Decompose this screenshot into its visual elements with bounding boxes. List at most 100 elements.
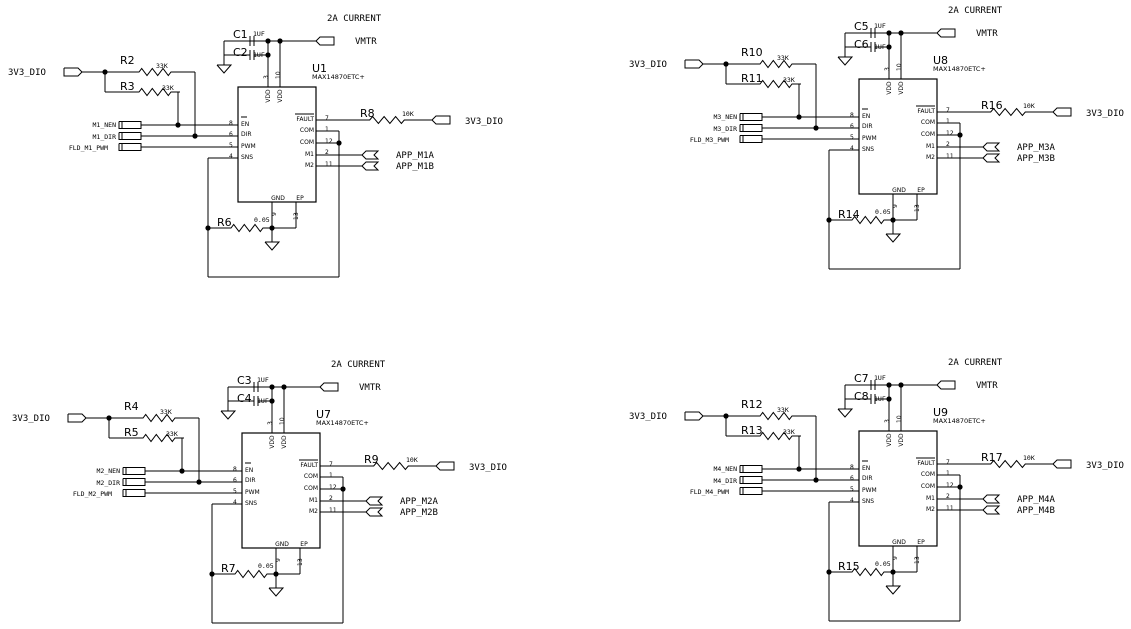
resistor-value: 33K bbox=[783, 428, 795, 436]
ic-pin-m1: M1 bbox=[926, 143, 935, 150]
ic-pin-sns: SNS bbox=[245, 500, 257, 507]
ic-pin-ep: EP bbox=[917, 187, 925, 194]
sense-resistor-value: 0.05 bbox=[875, 560, 891, 568]
capacitor-reference: C5 bbox=[854, 20, 869, 33]
ic-pin-m1: M1 bbox=[309, 497, 318, 504]
nen-port bbox=[739, 465, 763, 473]
motor-out-a-label: APP_M1A bbox=[396, 151, 435, 161]
fault-net-label: 3V3_DIO bbox=[469, 463, 507, 473]
pin-number: 5 bbox=[850, 486, 854, 493]
ic-pin-vdd2: VDD bbox=[898, 433, 905, 447]
pin-number: 12 bbox=[325, 138, 333, 145]
fault-net-label: 3V3_DIO bbox=[1086, 461, 1124, 471]
capacitor-value: 1UF bbox=[257, 376, 269, 384]
sense-resistor-reference: R6 bbox=[217, 216, 232, 229]
pin-number: 10 bbox=[896, 415, 903, 423]
capacitor-value: 1UF bbox=[253, 30, 265, 38]
ground-symbol bbox=[216, 64, 233, 74]
vmtr-flag bbox=[936, 380, 956, 390]
fault-flag bbox=[435, 461, 455, 471]
vin-flag bbox=[684, 59, 704, 69]
pin-number: 3 bbox=[884, 419, 891, 423]
ic-pin-pwm: PWM bbox=[862, 487, 877, 494]
pullup-resistor bbox=[751, 411, 801, 421]
vmtr-flag bbox=[936, 28, 956, 38]
junction-dot bbox=[957, 132, 963, 138]
sense-resistor-value: 0.05 bbox=[258, 562, 274, 570]
ic-part-number: MAX14870ETC+ bbox=[316, 419, 369, 427]
ic-part-number: MAX14870ETC+ bbox=[312, 73, 365, 81]
vmtr-flag bbox=[319, 382, 339, 392]
ic-pin-com-2: COM bbox=[304, 485, 318, 492]
motor-out-a-label: APP_M4A bbox=[1017, 495, 1056, 505]
junction-dot bbox=[886, 396, 892, 402]
pin-number: 7 bbox=[325, 115, 329, 122]
pin-number: 12 bbox=[329, 484, 337, 491]
pin-number: 2 bbox=[946, 493, 950, 500]
junction-dot bbox=[886, 30, 892, 36]
ground-symbol bbox=[268, 587, 285, 597]
pin-number: 11 bbox=[946, 505, 954, 512]
vin-net-label: 3V3_DIO bbox=[8, 68, 46, 78]
ic-pin-vdd1: VDD bbox=[269, 435, 276, 449]
current-note: 2A CURRENT bbox=[948, 358, 1003, 368]
ic-pin-dir: DIR bbox=[862, 123, 873, 130]
ground-symbol bbox=[837, 408, 854, 418]
junction-dot bbox=[336, 140, 342, 146]
junction-dot bbox=[265, 38, 271, 44]
pin-number: 4 bbox=[229, 153, 233, 160]
fault-pullup-resistor bbox=[364, 461, 418, 471]
ic-pin-vdd1: VDD bbox=[886, 433, 893, 447]
pin-number: 6 bbox=[850, 123, 854, 130]
ic-pin-gnd: GND bbox=[892, 187, 906, 194]
junction-dot bbox=[826, 569, 832, 575]
pin-number: 1 bbox=[325, 126, 329, 133]
pwm-net-label: FLD_M3_PWM bbox=[690, 136, 729, 144]
dir-net-label: M3_DIR bbox=[714, 125, 738, 133]
vmtr-net-label: VMTR bbox=[976, 381, 998, 391]
resistor-value: 33K bbox=[162, 84, 174, 92]
capacitor-value: 1UF bbox=[874, 22, 886, 30]
dir-net-label: M4_DIR bbox=[714, 477, 738, 485]
fault-pullup-resistor bbox=[981, 107, 1035, 117]
sense-resistor bbox=[226, 569, 276, 579]
motor-out-b-label: APP_M3B bbox=[1017, 154, 1055, 164]
pin-number: 1 bbox=[946, 470, 950, 477]
ic-part-number: MAX14870ETC+ bbox=[933, 65, 986, 73]
vin-flag bbox=[63, 67, 83, 77]
motor-out-a-flag bbox=[982, 142, 1001, 152]
pwm-net-label: FLD_M2_PWM bbox=[73, 490, 112, 498]
current-note: 2A CURRENT bbox=[327, 14, 382, 24]
pullup-resistor bbox=[130, 87, 180, 97]
pin-number: 11 bbox=[325, 161, 333, 168]
ic-pin-en: EN bbox=[862, 113, 870, 120]
capacitor-value: 1UF bbox=[253, 51, 265, 59]
fault-resistor-value: 10K bbox=[402, 110, 414, 118]
ic-pin-vdd1: VDD bbox=[265, 89, 272, 103]
nen-port bbox=[122, 467, 146, 475]
fault-resistor-reference: R16 bbox=[981, 99, 1003, 112]
ic-pin-com-2: COM bbox=[300, 139, 314, 146]
ic-pin-gnd: GND bbox=[271, 195, 285, 202]
pin-number: 12 bbox=[946, 130, 954, 137]
ic-reference: U1 bbox=[312, 62, 327, 75]
ic-pin-ep: EP bbox=[300, 541, 308, 548]
pullup-resistor bbox=[751, 431, 801, 441]
ground-symbol bbox=[885, 233, 902, 243]
ic-pin-vdd2: VDD bbox=[277, 89, 284, 103]
fault-net-label: 3V3_DIO bbox=[465, 117, 503, 127]
pin-number: 6 bbox=[229, 131, 233, 138]
pin-number: 2 bbox=[329, 495, 333, 502]
ic-pin-m2: M2 bbox=[305, 162, 314, 169]
ic-reference: U7 bbox=[316, 408, 331, 421]
capacitor-value: 1UF bbox=[874, 395, 886, 403]
nen-port bbox=[118, 121, 142, 129]
ic-pin-com: COM bbox=[300, 127, 314, 134]
current-note: 2A CURRENT bbox=[948, 6, 1003, 16]
capacitor-value: 1UF bbox=[257, 397, 269, 405]
ground-symbol bbox=[220, 410, 237, 420]
resistor-reference: R10 bbox=[741, 46, 763, 59]
junction-dot bbox=[179, 468, 185, 474]
